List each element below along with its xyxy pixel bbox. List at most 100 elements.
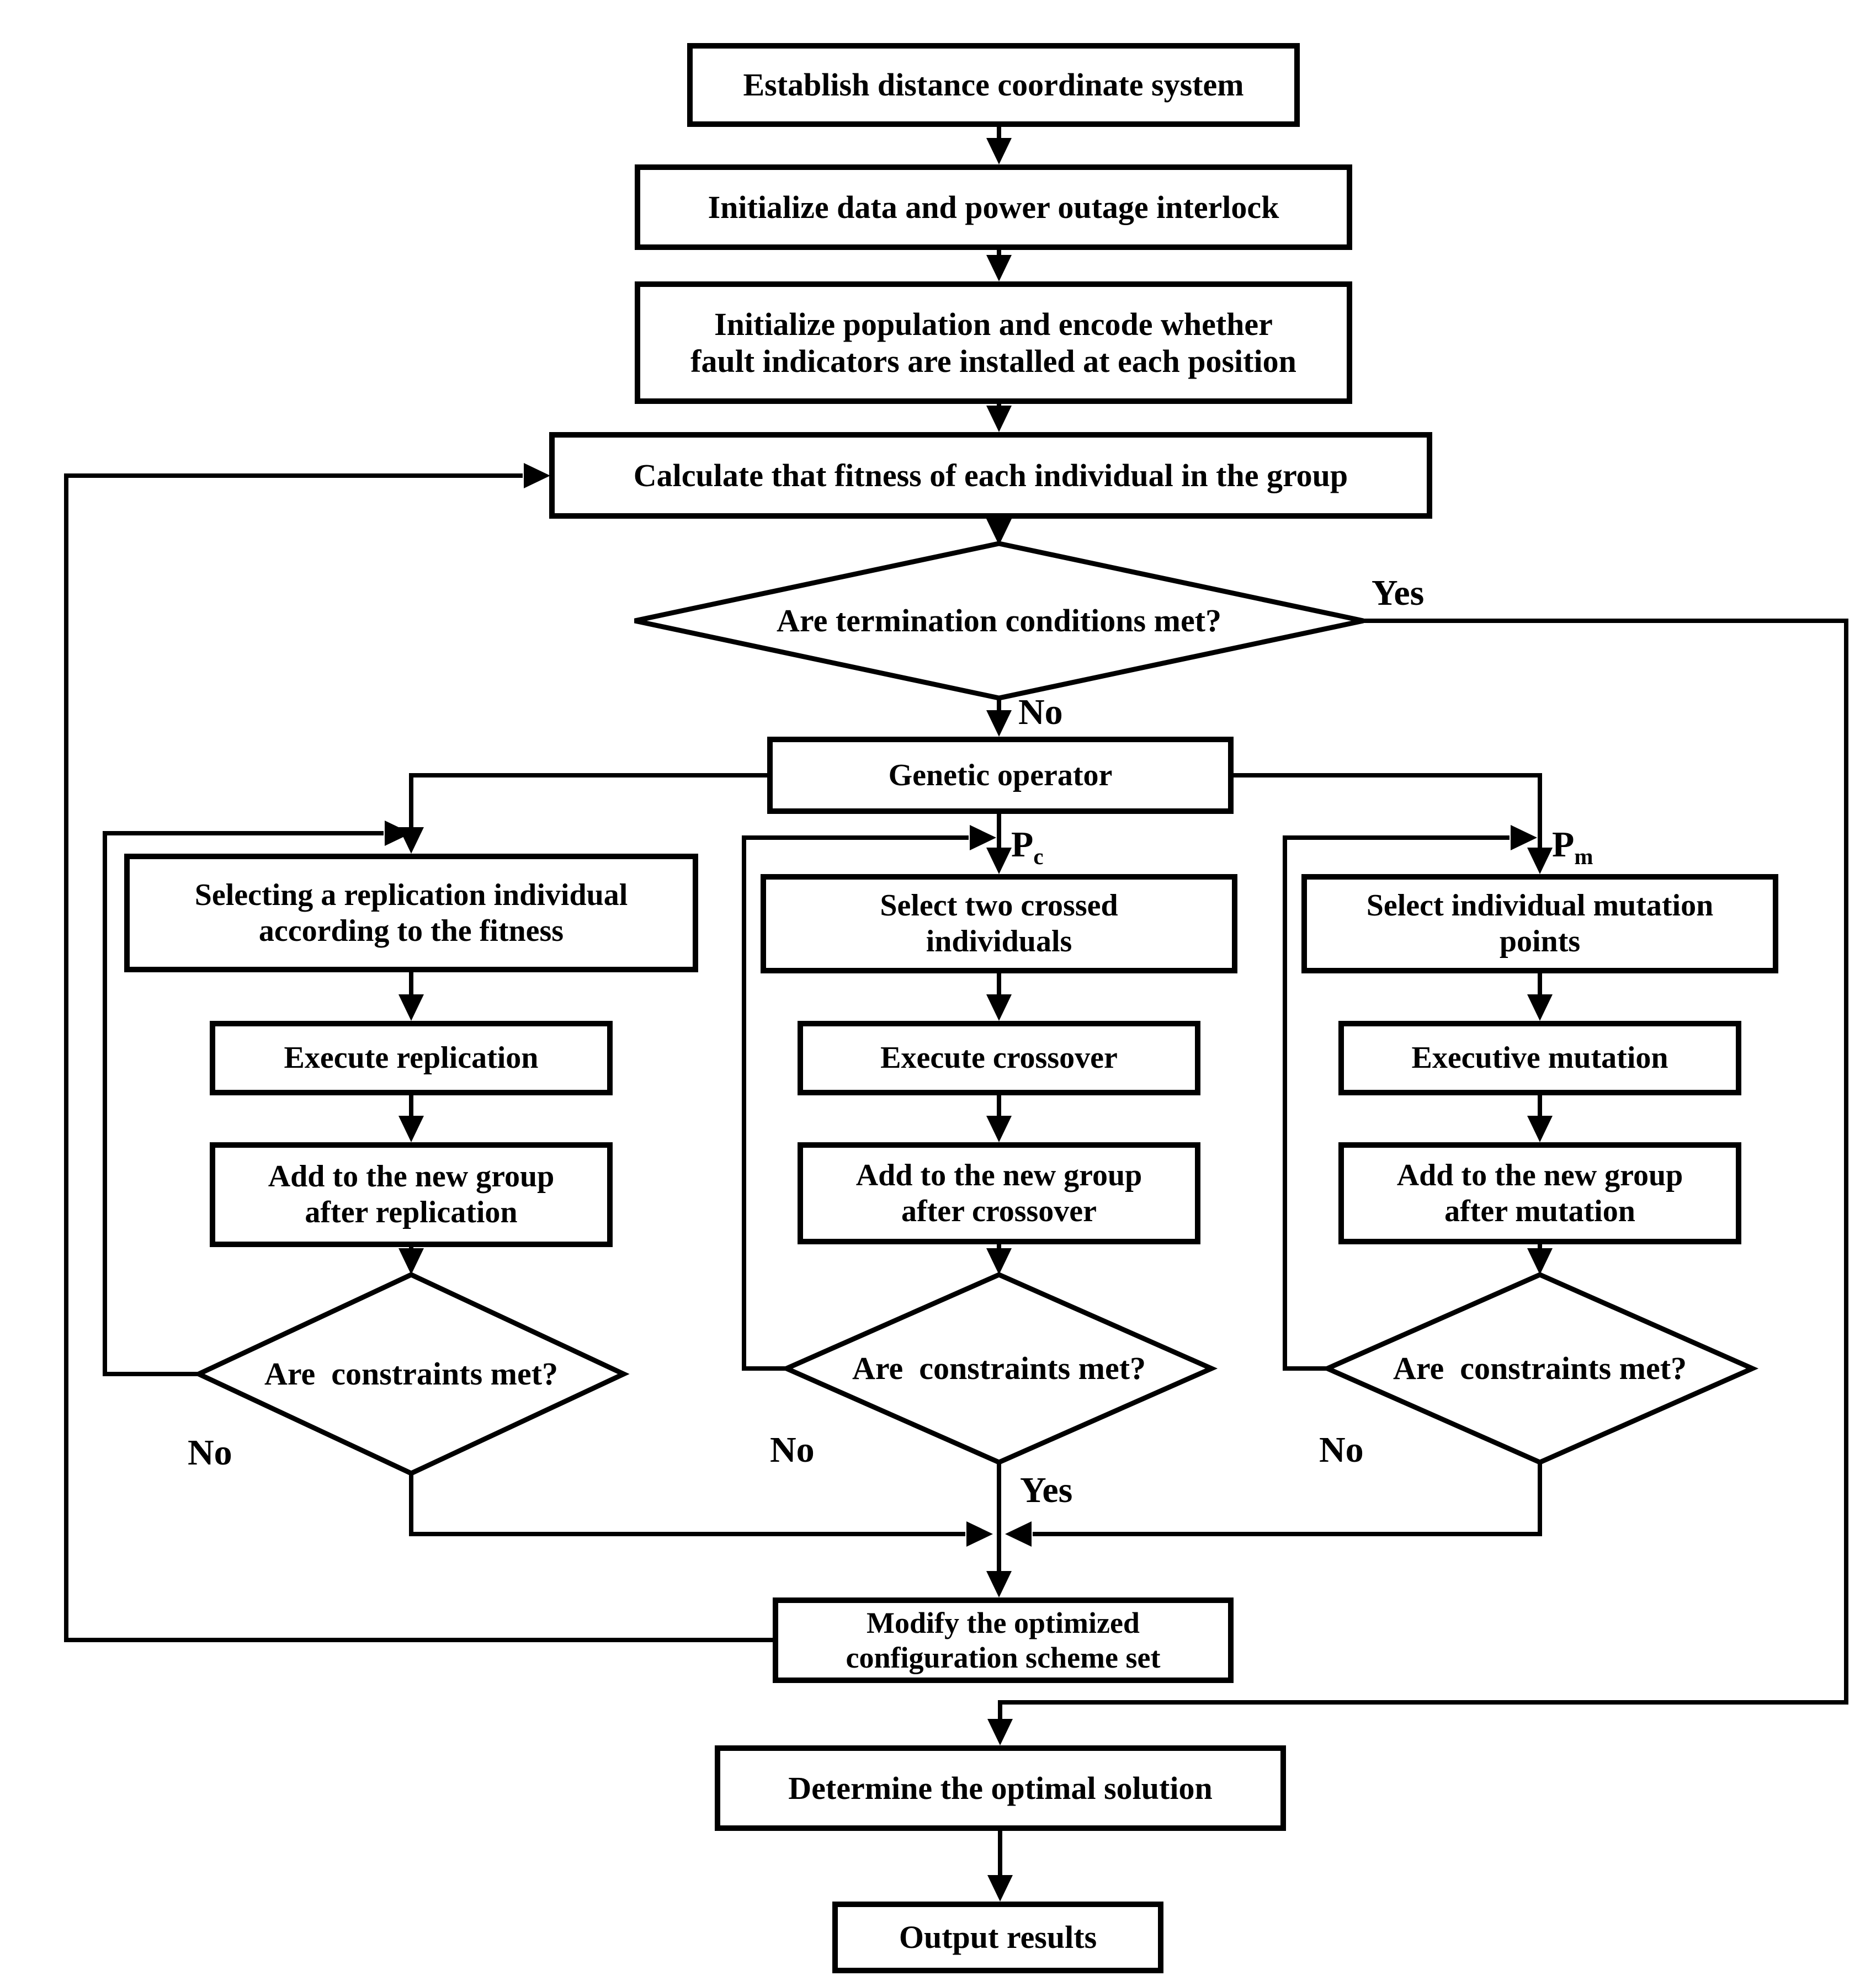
label-text: No: [1018, 692, 1063, 732]
node-add-after-crossover: Add to the new group after crossover: [798, 1142, 1200, 1244]
edge-no-loop-mutation: [1283, 835, 1510, 1371]
node-label: Determine the optimal solution: [788, 1770, 1213, 1806]
edge-calc-to-termination-arrowhead-icon: [986, 519, 1012, 545]
label-text: P: [1552, 824, 1575, 865]
label-subscript: m: [1574, 844, 1593, 870]
node-execute-crossover: Execute crossover: [798, 1021, 1200, 1095]
edge-go-to-mutation: [1234, 773, 1542, 849]
edge-add-to-diamond-mutation-arrowhead-icon: [1527, 1248, 1553, 1275]
node-label: configuration scheme set: [846, 1641, 1161, 1674]
node-select-crossover: Select two crossed individuals: [761, 874, 1237, 973]
edge-no-loop-crossover-arrowhead-icon: [970, 825, 996, 850]
label-no-crossover: No: [770, 1432, 815, 1468]
node-label: individuals: [926, 924, 1072, 958]
edge-yes-to-modify-arrowhead-icon: [986, 1571, 1012, 1597]
edge-initdata-to-initpop-arrowhead-icon: [986, 255, 1012, 281]
edge-no-loop-replication-arrowhead-icon: [385, 821, 411, 846]
node-label: fault indicators are installed at each p…: [690, 343, 1296, 379]
edge-initpop-to-calc-arrowhead-icon: [986, 406, 1012, 432]
node-label: Select individual mutation: [1366, 888, 1714, 923]
node-label: Execute replication: [284, 1041, 539, 1075]
decision-text: Are constraints met?: [1393, 1350, 1687, 1387]
node-execute-mutation: Executive mutation: [1338, 1021, 1741, 1095]
edge-modify-feedback-to-calc-arrowhead-icon: [524, 463, 550, 488]
node-label: Genetic operator: [888, 758, 1113, 792]
edge-no-loop-replication: [103, 831, 384, 1376]
node-add-after-mutation: Add to the new group after mutation: [1338, 1142, 1741, 1244]
node-label: Initialize data and power outage interlo…: [708, 189, 1279, 225]
label-no-termination: No: [1018, 694, 1063, 731]
label-subscript: c: [1033, 844, 1044, 870]
node-label: Executive mutation: [1411, 1041, 1668, 1075]
node-label: Establish distance coordinate system: [743, 67, 1244, 103]
decision-text: Are termination conditions met?: [777, 603, 1221, 639]
node-calculate-fitness: Calculate that fitness of each individua…: [549, 432, 1432, 519]
decision-termination-label: Are termination conditions met?: [635, 544, 1363, 698]
node-label: Add to the new group: [855, 1158, 1142, 1192]
edge-exec-to-add-mutation-arrowhead-icon: [1527, 1116, 1553, 1142]
label-yes-termination: Yes: [1372, 575, 1424, 611]
edge-replication-to-junction-arrowhead-icon: [966, 1521, 993, 1547]
node-genetic-operator: Genetic operator: [767, 737, 1234, 814]
decision-constraints-replication-label: Are constraints met?: [199, 1275, 624, 1473]
edge-termination-yes-to-determine: [998, 619, 1848, 1720]
label-text: Yes: [1020, 1470, 1073, 1510]
node-label: Select two crossed: [880, 888, 1118, 923]
label-text: No: [1319, 1430, 1364, 1470]
decision-text: Are constraints met?: [264, 1356, 559, 1392]
edge-mutation-to-junction-arrowhead-icon: [1005, 1521, 1032, 1547]
edge-go-to-crossover-arrowhead-icon: [986, 848, 1012, 874]
node-label: Add to the new group: [1396, 1158, 1683, 1192]
node-label: Calculate that fitness of each individua…: [633, 457, 1348, 493]
edge-no-loop-crossover: [742, 835, 969, 1371]
node-label: after mutation: [1444, 1194, 1635, 1228]
edge-mutation-to-junction: [1033, 1462, 1542, 1536]
decision-text: Are constraints met?: [852, 1350, 1146, 1387]
edge-establish-to-initdata-arrowhead-icon: [986, 138, 1012, 164]
node-label: after replication: [305, 1195, 518, 1229]
edge-exec-to-add-replication-arrowhead-icon: [398, 1116, 424, 1142]
label-no-mutation: No: [1319, 1432, 1364, 1468]
edge-sel-to-exec-replication-arrowhead-icon: [398, 994, 424, 1021]
node-execute-replication: Execute replication: [210, 1021, 613, 1095]
edge-go-to-mutation-arrowhead-icon: [1527, 848, 1553, 874]
node-initialize-data: Initialize data and power outage interlo…: [635, 164, 1352, 250]
edge-no-loop-mutation-arrowhead-icon: [1511, 825, 1537, 850]
label-pc: Pc: [1011, 827, 1043, 869]
node-select-mutation: Select individual mutation points: [1301, 874, 1778, 973]
node-label: Selecting a replication individual: [194, 877, 628, 912]
node-label: Execute crossover: [880, 1041, 1118, 1075]
node-add-after-replication: Add to the new group after replication: [210, 1142, 613, 1247]
node-modify-configuration: Modify the optimized configuration schem…: [773, 1597, 1234, 1683]
node-label: Initialize population and encode whether: [714, 306, 1273, 342]
decision-constraints-crossover-label: Are constraints met?: [786, 1275, 1211, 1462]
label-yes-constraints: Yes: [1020, 1472, 1072, 1509]
node-label: Add to the new group: [268, 1159, 555, 1194]
label-text: P: [1011, 824, 1034, 865]
edge-exec-to-add-crossover-arrowhead-icon: [986, 1116, 1012, 1142]
decision-constraints-mutation-label: Are constraints met?: [1327, 1275, 1752, 1462]
node-label: Output results: [899, 1919, 1097, 1956]
node-label: points: [1499, 924, 1581, 958]
node-output-results: Output results: [832, 1902, 1163, 1973]
label-text: No: [770, 1430, 815, 1470]
edge-add-to-diamond-replication-arrowhead-icon: [398, 1248, 424, 1275]
edge-add-to-diamond-crossover-arrowhead-icon: [986, 1248, 1012, 1275]
edge-termination-no-arrowhead-icon: [986, 710, 1012, 737]
edge-modify-feedback-to-calc: [64, 473, 773, 1642]
edge-termination-yes-to-determine-arrowhead-icon: [987, 1719, 1013, 1745]
node-establish-coordinate-system: Establish distance coordinate system: [687, 43, 1300, 127]
node-label: Modify the optimized: [867, 1606, 1140, 1639]
node-determine-optimal-solution: Determine the optimal solution: [715, 1745, 1286, 1831]
edge-sel-to-exec-mutation-arrowhead-icon: [1527, 994, 1553, 1021]
node-label: according to the fitness: [258, 913, 564, 948]
label-pm: Pm: [1552, 827, 1593, 869]
edge-sel-to-exec-crossover-arrowhead-icon: [986, 994, 1012, 1021]
node-initialize-population: Initialize population and encode whether…: [635, 281, 1352, 404]
edge-go-to-replication: [409, 773, 767, 828]
label-no-replication: No: [188, 1435, 232, 1471]
label-text: Yes: [1372, 573, 1425, 613]
edge-determine-to-output-arrowhead-icon: [987, 1875, 1013, 1902]
